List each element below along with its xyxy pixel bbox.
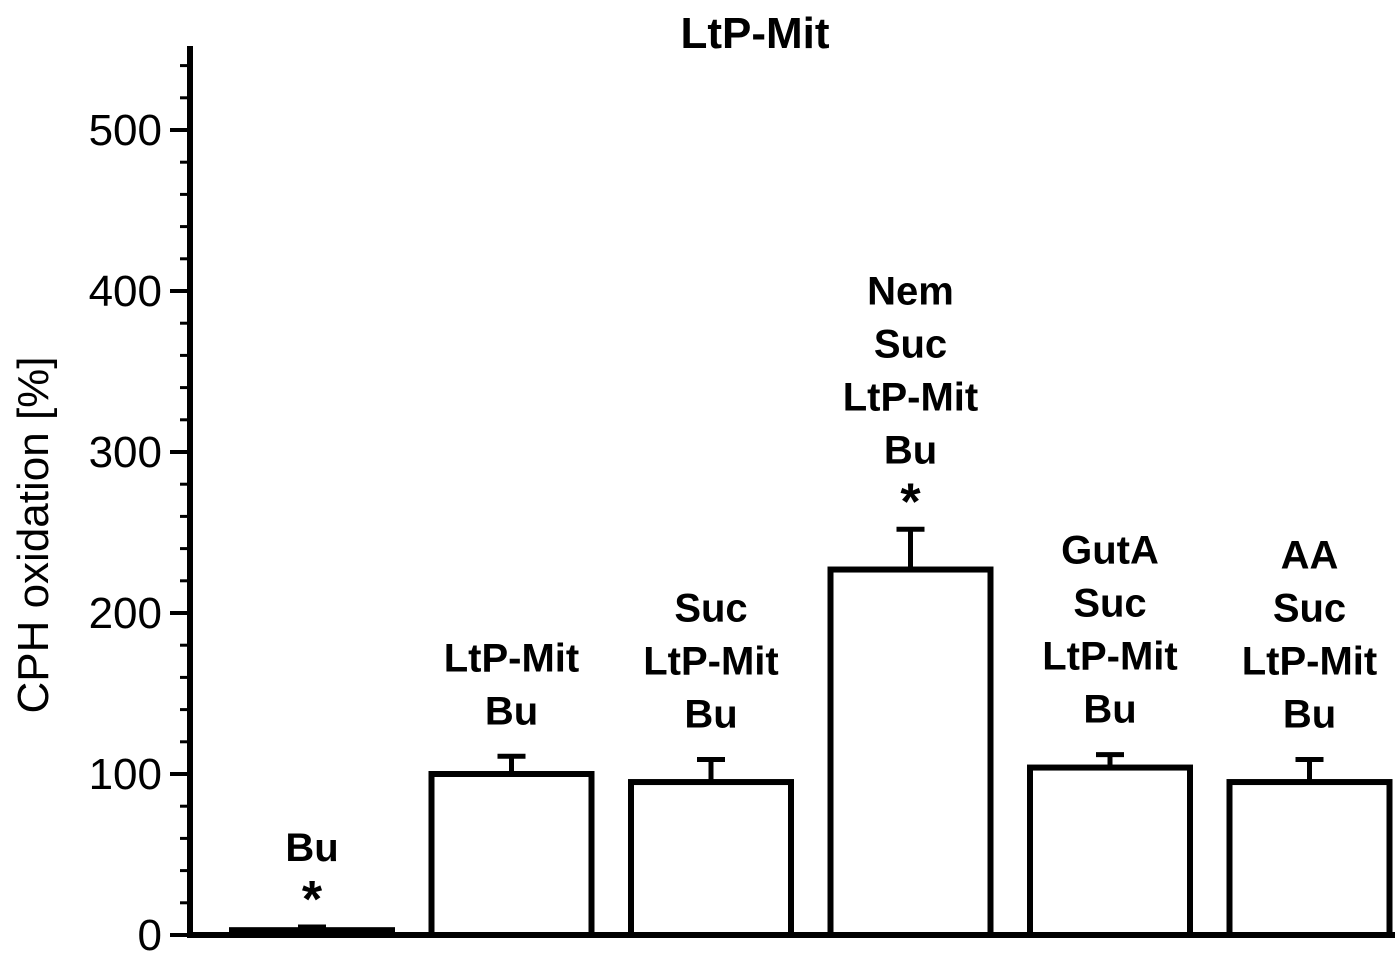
bar xyxy=(628,779,794,938)
bar-label-line: Bu xyxy=(485,689,538,733)
y-tick-label: 0 xyxy=(138,911,162,954)
bar-label-line: Nem xyxy=(867,269,954,313)
bar xyxy=(229,927,395,938)
bar xyxy=(827,566,994,939)
bar-label-line: LtP-Mit xyxy=(843,375,979,419)
y-tick-label: 300 xyxy=(89,428,162,477)
bar-label-line: Bu xyxy=(684,693,737,737)
bar-label-line: Bu xyxy=(285,826,338,870)
bar-label-line: AA xyxy=(1281,534,1339,578)
bar-label-line: Suc xyxy=(1073,582,1146,626)
bar-label-line: Suc xyxy=(1273,587,1346,631)
bar xyxy=(1226,779,1393,938)
bar-label-line: LtP-Mit xyxy=(1042,635,1178,679)
bar-label-line: Bu xyxy=(1283,693,1336,737)
bar-label-line: Bu xyxy=(884,428,937,472)
bar xyxy=(1027,764,1193,938)
bar-label-line: Suc xyxy=(874,322,947,366)
bar-label-line: GutA xyxy=(1061,529,1159,573)
bar-labels: *BuLtP-MitBuSucLtP-MitBu*NemSucLtP-MitBu… xyxy=(285,269,1377,929)
bar-label-line: LtP-Mit xyxy=(1242,640,1378,684)
bars xyxy=(229,526,1393,939)
bar-label-line: Suc xyxy=(674,587,747,631)
y-tick-label: 100 xyxy=(89,750,162,799)
y-tick-label: 400 xyxy=(89,267,162,316)
significance-marker: * xyxy=(302,871,323,929)
bar-label-line: LtP-Mit xyxy=(643,640,779,684)
bar-label-line: Bu xyxy=(1083,688,1136,732)
y-tick-label: 500 xyxy=(89,106,162,155)
bar-label-line: LtP-Mit xyxy=(444,636,580,680)
y-tick-label: 200 xyxy=(89,589,162,638)
y-axis-label: CPH oxidation [%] xyxy=(9,356,58,713)
chart-title: LtP-Mit xyxy=(680,9,829,58)
significance-marker: * xyxy=(900,473,921,531)
bar xyxy=(428,771,595,938)
